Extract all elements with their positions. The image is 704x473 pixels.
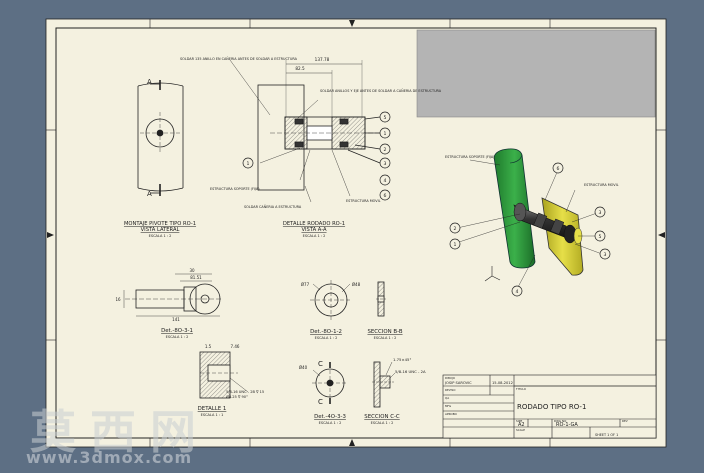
iso-mobile-note: ESTRUCTURA MOVIL: [584, 183, 619, 187]
detalle1-dim2: 7.46: [231, 344, 240, 349]
detail-subtitle: VISTA A-A: [301, 227, 327, 233]
lateral-scale: ESCALA 1 : 2: [149, 234, 172, 238]
weld-note-3: SOLDAR CAÑERIA A ESTRUCTURA: [244, 204, 302, 209]
title-block-text: DIBUJO JOSIP SAROVIC 15-08-2012 REVISO Q…: [444, 376, 628, 437]
sheet-size: A2: [518, 422, 525, 428]
svg-text:SIZE: SIZE: [516, 419, 523, 423]
svg-text:5: 5: [599, 234, 602, 240]
iso-axis: [484, 266, 501, 282]
det-812-scale: ESCALA 1 : 2: [315, 336, 338, 340]
svg-text:TITULO: TITULO: [515, 387, 527, 391]
detail-balloons: [242, 111, 391, 201]
det-433-marker-bottom: C: [318, 398, 323, 406]
det-801-dim2: 81.51: [190, 275, 202, 280]
image-placeholder: [416, 29, 656, 118]
svg-text:1: 1: [454, 242, 457, 248]
section-cc-note1: 1.75×45°: [393, 357, 411, 362]
struct-support-note: ESTRUCTURA SOPORTE (FIJA): [210, 187, 260, 191]
sheet-inner-border: [55, 27, 657, 439]
det-801-dim3: 141: [172, 317, 180, 322]
svg-text:QA: QA: [445, 396, 449, 400]
iso-balloon-labels: 6 3 5 3 2 1 4: [454, 166, 607, 295]
svg-text:6: 6: [557, 166, 560, 172]
det-801-dim4: 16: [115, 297, 121, 302]
det-801-title: Det.-8O-3-1: [161, 328, 193, 334]
drawing-number: RO-1-GA: [556, 422, 578, 428]
watermark-brand: 莫西网: [30, 405, 210, 459]
svg-text:1: 1: [247, 161, 250, 167]
iso-leaders: [455, 159, 603, 290]
det-433-title: Det.-4O-3-3: [314, 414, 346, 420]
detalle1-title: DETALLE 1: [198, 406, 227, 412]
detalle1-view: [199, 351, 249, 399]
svg-text:3: 3: [384, 161, 387, 167]
section-marker-top: A: [147, 78, 152, 86]
drawing-title: RODADO TIPO RO-1: [517, 403, 586, 411]
struct-mobile-note: ESTRUCTURA MOVIL: [346, 199, 381, 203]
det-812-dim2: Ø48: [352, 282, 361, 287]
det-801-view: [123, 273, 222, 317]
zone-ticks: [46, 19, 666, 447]
svg-text:MFG: MFG: [445, 404, 451, 408]
svg-text:1: 1: [384, 131, 387, 137]
section-bb-scale: ESCALA 1 : 2: [374, 336, 397, 340]
svg-text:2: 2: [454, 226, 457, 232]
svg-text:3: 3: [604, 252, 607, 258]
center-arrows: [47, 20, 665, 446]
isometric-view: [484, 148, 584, 282]
drawn-by: JOSIP SAROVIC: [444, 381, 472, 385]
det-812-view: [310, 280, 352, 320]
section-cc-title: SECCION C-C: [364, 414, 400, 420]
det-433-view: [312, 362, 348, 404]
svg-text:REV: REV: [622, 419, 628, 423]
svg-text:APROBO: APROBO: [445, 412, 458, 416]
det-801-dim1: 30: [189, 268, 195, 273]
detail-scale: ESCALA 1 : 2: [303, 234, 326, 238]
detail-title: DETALLE RODADO RO-1: [283, 221, 345, 227]
iso-support-note: ESTRUCTURA SOPORTE (FIJA): [445, 155, 495, 159]
watermark-url: www.3dmox.com: [26, 448, 193, 467]
svg-text:4: 4: [384, 178, 387, 184]
weld-note-1: SOLDAR 135 ANILLO EN CAÑERIA ANTES DE SO…: [180, 56, 298, 61]
sheet-number: SHEET 1 OF 1: [595, 433, 618, 437]
svg-text:DIBUJO: DIBUJO: [445, 376, 456, 380]
det-433-dim1: Ø40: [299, 365, 308, 370]
detalle1-scale: ESCALA 1 : 1: [201, 413, 224, 417]
svg-text:SCALE: SCALE: [516, 428, 525, 432]
section-marker-bottom: A: [147, 190, 152, 198]
svg-text:DWG NO: DWG NO: [554, 419, 567, 423]
section-cc-view: [372, 361, 396, 408]
lateral-title: MONTAJE PIVOTE TIPO RO-1: [124, 221, 196, 227]
svg-text:5: 5: [384, 115, 387, 121]
svg-text:2: 2: [384, 147, 387, 153]
det-812-dim1: Ø77: [301, 282, 310, 287]
svg-text:REVISO: REVISO: [445, 388, 456, 392]
lateral-subtitle: VISTA LATERAL: [141, 227, 180, 233]
section-bb-view: [376, 281, 386, 317]
det-433-scale: ESCALA 1 : 2: [319, 421, 342, 425]
detalle1-dim1: 1.5: [205, 344, 212, 349]
lateral-view: [137, 80, 184, 196]
detail-balloon-labels: 5 1 2 3 4 6 1: [247, 115, 387, 199]
svg-text:4: 4: [516, 289, 519, 295]
weld-note-2: SOLDAR ANILLOS Y EJE ANTES DE SOLDAR A C…: [320, 88, 442, 93]
detail-aa-view: [229, 59, 380, 203]
detail-dim-mid: 82.5: [295, 66, 305, 71]
detail-dim-top: 137.78: [315, 57, 330, 62]
det-433-marker-top: C: [318, 360, 323, 368]
title-block: [442, 374, 657, 439]
iso-balloons: [449, 162, 611, 297]
svg-text:3: 3: [599, 210, 602, 216]
drawing-date: 15-08-2012: [492, 381, 513, 385]
det-801-scale: ESCALA 1 : 2: [166, 335, 189, 339]
detalle1-note1: 5/8-16 UNC - 2B ∇ 15: [226, 390, 264, 394]
det-812-title: Det.-8O-1-2: [310, 329, 342, 335]
section-bb-title: SECCION B-B: [367, 329, 402, 335]
detalle1-note2: Ø8.25 ∇ 90°: [226, 394, 248, 399]
svg-text:6: 6: [384, 193, 387, 199]
section-cc-scale: ESCALA 1 : 2: [371, 421, 394, 425]
section-cc-note2: 5/8-16 UNC - 2A: [395, 369, 426, 374]
